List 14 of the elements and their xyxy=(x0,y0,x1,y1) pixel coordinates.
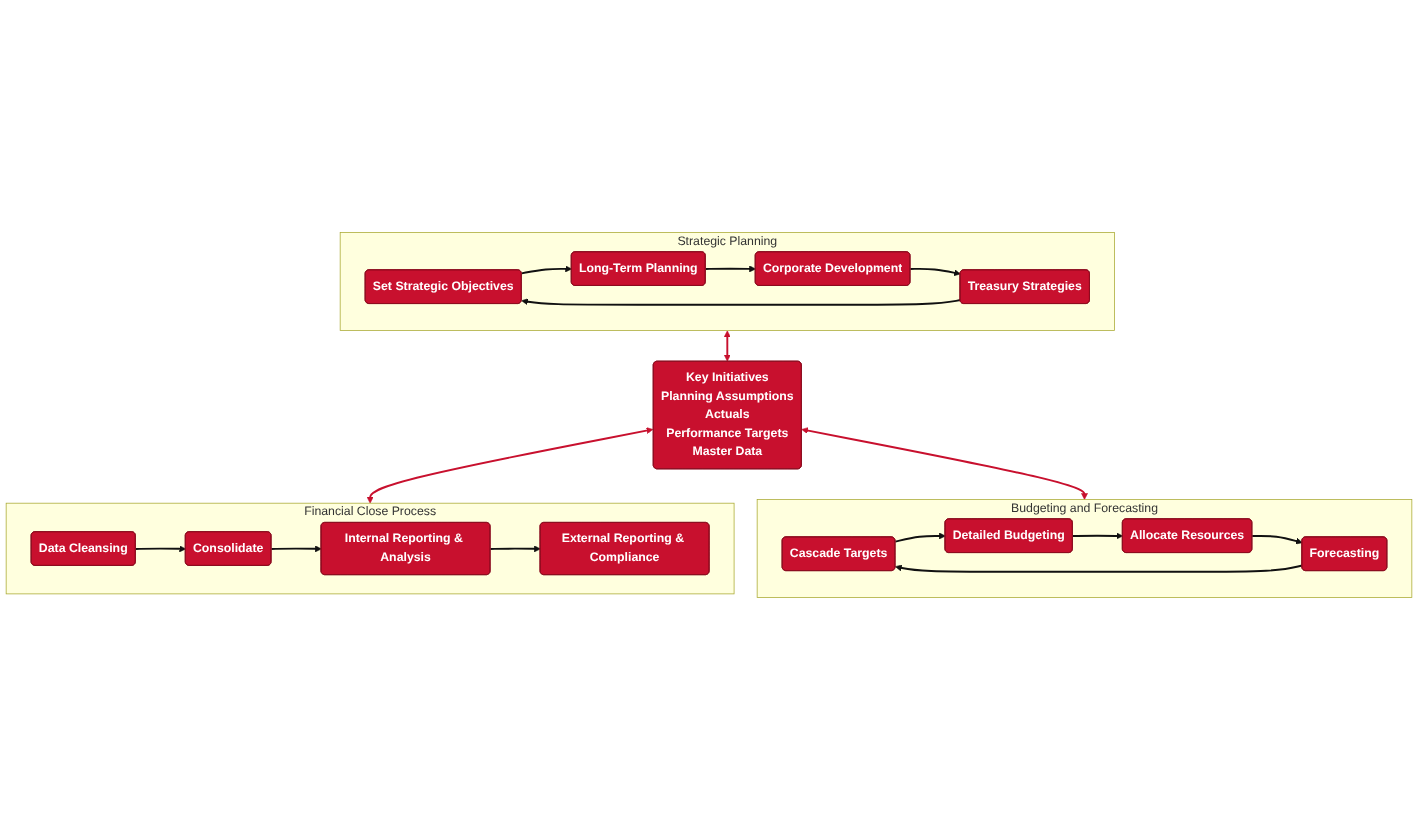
arrow xyxy=(801,427,1088,500)
arrow xyxy=(270,545,322,553)
arrow xyxy=(894,532,946,543)
arrow xyxy=(909,267,961,277)
arrow xyxy=(489,545,541,553)
arrow xyxy=(704,265,756,273)
arrow xyxy=(366,427,654,504)
arrow xyxy=(521,298,962,306)
arrow xyxy=(1251,535,1303,545)
arrow xyxy=(1071,532,1124,540)
arrow xyxy=(520,265,572,275)
arrow xyxy=(723,330,731,362)
arrow xyxy=(134,545,186,553)
arrow xyxy=(895,564,1304,573)
